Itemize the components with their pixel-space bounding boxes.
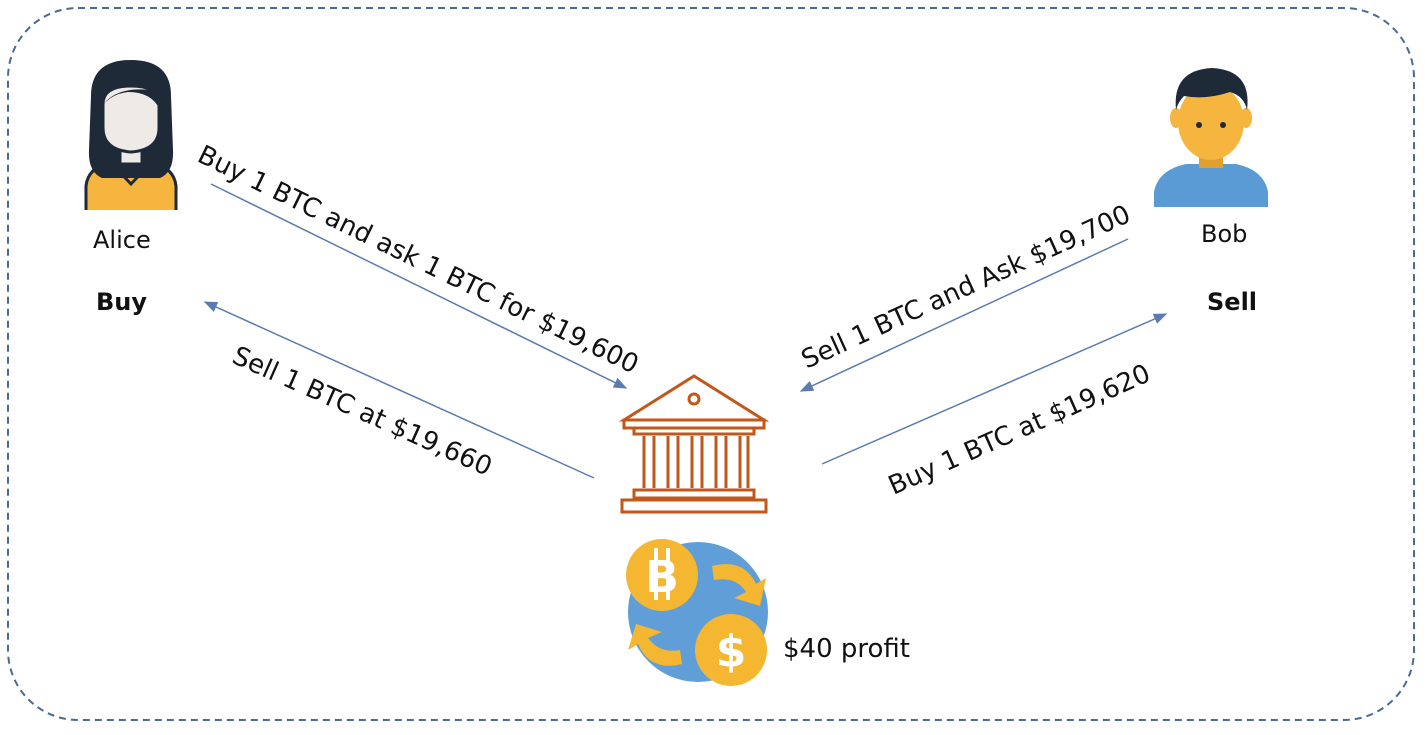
- svg-text:B: B: [645, 552, 679, 603]
- svg-text:$: $: [716, 626, 747, 677]
- bitcoin-dollar-exchange-icon: B $: [626, 539, 768, 686]
- dashed-border: [7, 7, 1415, 721]
- arrow-bob-to-exchange: [799, 238, 1129, 392]
- alice-name: Alice: [93, 226, 151, 254]
- alice-action: Buy: [96, 288, 148, 316]
- arrow-exchange-to-alice: [203, 301, 595, 479]
- bob-avatar-icon: [1154, 68, 1268, 207]
- bank-building-icon: [618, 374, 770, 514]
- bob-name: Bob: [1201, 220, 1248, 248]
- arrow-exchange-to-bob: [821, 313, 1168, 465]
- arrow-alice-to-exchange: [210, 183, 628, 389]
- alice-avatar-icon: [84, 60, 178, 210]
- profit-label: $40 profit: [783, 634, 910, 664]
- bob-action: Sell: [1207, 288, 1258, 316]
